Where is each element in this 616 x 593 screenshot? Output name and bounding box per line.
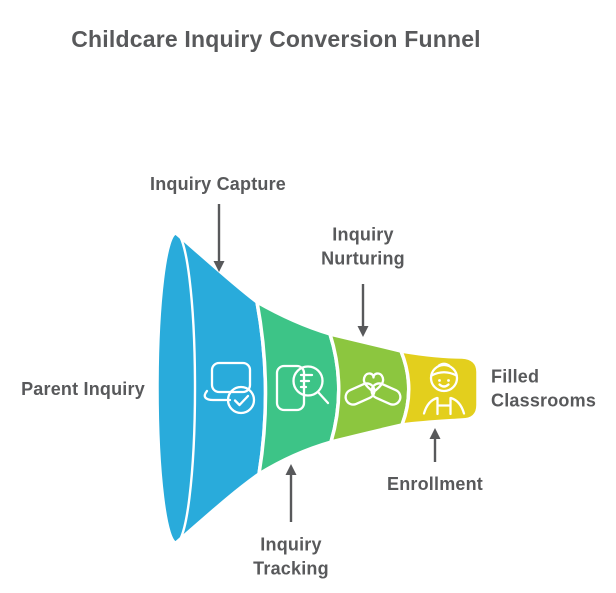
child-icon (422, 362, 466, 416)
funnel-output-label: Filled Classrooms (491, 366, 597, 410)
stage-segment-enrollment (399, 349, 480, 427)
inquiry-tracking-arrow (285, 464, 297, 522)
inquiry-nurturing-arrow (357, 284, 369, 337)
stage-segment-inquiry-tracking (255, 300, 341, 476)
laptop-check-icon (203, 361, 256, 415)
funnel-mouth-line (175, 231, 197, 545)
stage-label-inquiry-nurturing: Inquiry Nurturing (321, 224, 405, 268)
hands-heart-icon (344, 372, 402, 406)
stage-label-enrollment: Enrollment (386, 474, 484, 495)
document-search-icon (275, 364, 330, 412)
enrollment-arrow (429, 428, 441, 462)
funnel-input-label: Parent Inquiry (21, 379, 145, 400)
inquiry-capture-arrow (213, 204, 225, 272)
stage-label-inquiry-capture: Inquiry Capture (149, 174, 287, 195)
stage-label-inquiry-tracking: Inquiry Tracking (253, 534, 329, 578)
page-title: Childcare Inquiry Conversion Funnel (71, 26, 481, 52)
